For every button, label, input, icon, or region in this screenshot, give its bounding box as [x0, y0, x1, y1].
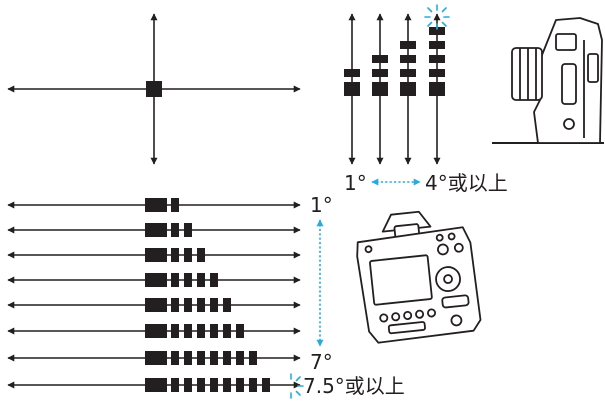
roll-mark	[210, 273, 218, 287]
roll-mark	[197, 248, 205, 262]
roll-mark	[210, 298, 218, 312]
tilt-max-label: 4°或以上	[425, 171, 508, 195]
roll-mid-label: 7°	[310, 350, 333, 374]
roll-mark	[223, 324, 231, 338]
tilt-mark	[429, 55, 445, 63]
roll-mark	[210, 378, 218, 392]
sparkle-burst-icon	[290, 373, 304, 399]
tilt-min-label: 1°	[344, 171, 367, 195]
roll-indicator	[7, 324, 301, 338]
roll-center-block	[145, 223, 167, 237]
roll-indicator	[7, 198, 301, 212]
roll-center-block	[145, 378, 167, 392]
roll-indicator	[7, 351, 301, 365]
roll-mark	[197, 298, 205, 312]
roll-mark	[184, 223, 192, 237]
roll-indicator	[7, 223, 301, 237]
roll-indicator	[7, 248, 301, 262]
roll-mark	[184, 378, 192, 392]
tilt-mark	[344, 69, 360, 77]
tilt-mark	[429, 27, 445, 35]
roll-center-block	[145, 198, 167, 212]
roll-center-block	[145, 273, 167, 287]
tilt-mark	[372, 69, 388, 77]
roll-mark	[236, 351, 244, 365]
level-center-mark	[146, 81, 162, 97]
roll-mark	[223, 378, 231, 392]
roll-mark	[171, 223, 179, 237]
tilt-mark	[400, 69, 416, 77]
roll-indicator	[7, 298, 301, 312]
tilt-center-block	[372, 82, 388, 96]
tilt-mark	[400, 41, 416, 49]
tilt-center-block	[429, 82, 445, 96]
tilt-indicator-group	[344, 13, 445, 165]
roll-mark	[171, 248, 179, 262]
roll-mark	[249, 378, 257, 392]
roll-min-label: 1°	[310, 193, 333, 217]
tilt-mark	[429, 69, 445, 77]
roll-mark	[210, 351, 218, 365]
roll-mark	[197, 273, 205, 287]
roll-mark	[236, 378, 244, 392]
roll-indicator-group	[7, 198, 301, 392]
tilt-indicator	[400, 13, 416, 165]
tilt-indicator	[429, 13, 445, 165]
tilt-mark	[372, 55, 388, 63]
camera-side-view-icon	[492, 17, 604, 144]
roll-max-label: 7.5°或以上	[303, 374, 405, 398]
roll-mark	[197, 351, 205, 365]
roll-mark	[223, 351, 231, 365]
roll-mark	[171, 298, 179, 312]
roll-mark	[210, 324, 218, 338]
level-crosshair	[7, 13, 301, 165]
roll-mark	[197, 378, 205, 392]
roll-mark	[171, 273, 179, 287]
roll-mark	[184, 298, 192, 312]
roll-center-block	[145, 324, 167, 338]
tilt-indicator	[372, 13, 388, 165]
tilt-center-block	[400, 82, 416, 96]
sparkle-burst-icon	[424, 4, 450, 30]
roll-mark	[171, 324, 179, 338]
roll-mark	[184, 351, 192, 365]
roll-center-block	[145, 298, 167, 312]
roll-center-block	[145, 248, 167, 262]
roll-mark	[171, 198, 179, 212]
roll-mark	[184, 324, 192, 338]
tilt-center-block	[344, 82, 360, 96]
roll-mark	[171, 351, 179, 365]
roll-mark	[184, 273, 192, 287]
roll-mark	[171, 378, 179, 392]
roll-mark	[223, 298, 231, 312]
tilt-mark	[429, 41, 445, 49]
roll-mark	[262, 378, 270, 392]
roll-indicator	[7, 273, 301, 287]
tilt-mark	[400, 55, 416, 63]
roll-mark	[236, 324, 244, 338]
tilt-indicator	[344, 13, 360, 165]
camera-back-view-icon	[356, 210, 482, 344]
roll-mark	[249, 351, 257, 365]
roll-center-block	[145, 351, 167, 365]
roll-mark	[184, 248, 192, 262]
roll-mark	[197, 324, 205, 338]
roll-indicator	[7, 378, 301, 392]
